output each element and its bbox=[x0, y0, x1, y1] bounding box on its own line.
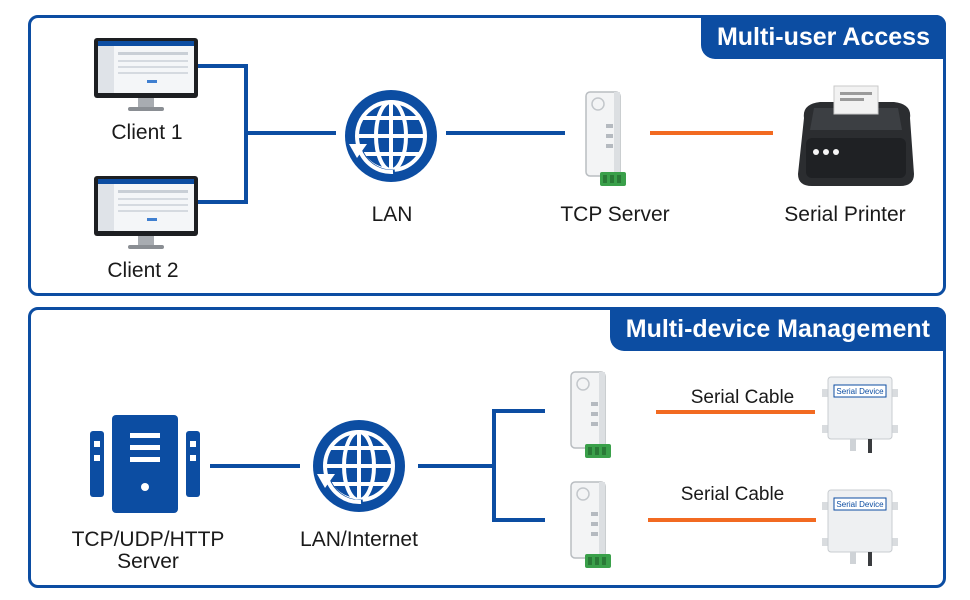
monitor-icon bbox=[94, 176, 198, 249]
monitor-icon bbox=[94, 38, 198, 111]
printer-label: Serial Printer bbox=[784, 203, 906, 226]
client2-label: Client 2 bbox=[107, 259, 179, 282]
serial-device: Serial Device bbox=[820, 488, 900, 568]
branch-upper bbox=[492, 409, 545, 522]
globe-icon bbox=[313, 420, 405, 512]
serial-cable-label: Serial Cable bbox=[690, 387, 795, 408]
serial-cable-label: Serial Cable bbox=[680, 484, 785, 505]
printer-icon bbox=[798, 85, 914, 186]
client1-link bbox=[198, 64, 248, 131]
client2-link bbox=[198, 131, 248, 204]
tcp-server-label: TCP Server bbox=[560, 203, 670, 226]
panel-title: Multi-user Access bbox=[700, 15, 946, 59]
serial-device-label: Serial Device bbox=[836, 387, 884, 396]
serial-device: Serial Device bbox=[820, 375, 900, 455]
network-label: LAN/Internet bbox=[300, 528, 418, 551]
serial-server-device-icon bbox=[570, 371, 611, 458]
client1-label: Client 1 bbox=[111, 121, 183, 144]
multi-device-management-panel: Multi-device Management bbox=[28, 307, 946, 588]
server-label-line1: TCP/UDP/HTTP bbox=[71, 528, 225, 551]
panel-title: Multi-device Management bbox=[609, 307, 946, 351]
serial-device-label: Serial Device bbox=[836, 500, 884, 509]
lan-label: LAN bbox=[371, 203, 413, 226]
server-label-line2: Server bbox=[117, 550, 179, 573]
server-icon bbox=[90, 415, 200, 513]
serial-server-device-icon bbox=[585, 91, 626, 186]
enclosure-icon bbox=[822, 489, 898, 566]
globe-icon bbox=[345, 90, 437, 182]
enclosure-icon bbox=[822, 376, 898, 453]
serial-server-device-icon bbox=[570, 481, 611, 568]
